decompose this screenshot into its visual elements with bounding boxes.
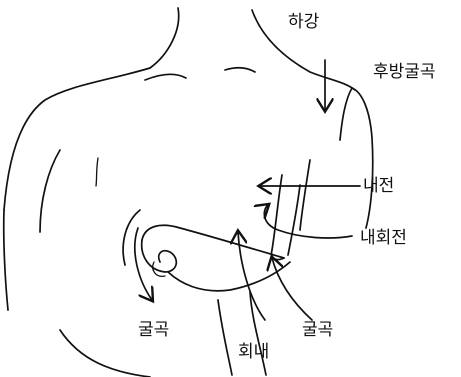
- label-flexion-hand: 굴곡: [138, 322, 169, 339]
- right-body-side: [300, 160, 310, 230]
- neck-outline: [150, 8, 179, 68]
- chest-line: [96, 158, 98, 186]
- label-pronation: 회내: [238, 344, 269, 361]
- right-arm-outline: [340, 88, 352, 140]
- label-descend: 하강: [288, 14, 319, 31]
- right-shoulder-outline: [352, 88, 373, 228]
- upper-arm-right-edge: [288, 185, 300, 255]
- forearm-top-edge: [142, 225, 284, 258]
- label-flexion-forearm: 굴곡: [302, 322, 333, 339]
- right-clavicle: [225, 68, 255, 72]
- hand-outline: [142, 240, 177, 272]
- left-arm-inner-outline: [40, 150, 60, 232]
- forearm-flexion-arrow: [272, 258, 312, 320]
- hip-line: [250, 292, 266, 375]
- left-shoulder-outline: [4, 68, 150, 210]
- label-medial-rotation: 내회전: [360, 230, 407, 247]
- forearm-bottom-edge: [168, 262, 290, 291]
- belly-curve: [218, 300, 232, 375]
- label-retraction-flexion: 후방굴곡: [373, 64, 436, 81]
- label-adduction: 내전: [363, 178, 394, 195]
- upper-arm-left-edge: [272, 175, 284, 260]
- lower-body-line: [60, 330, 150, 377]
- waist-line: [123, 210, 140, 265]
- left-clavicle: [145, 74, 186, 80]
- left-arm-outer-line: [4, 210, 8, 310]
